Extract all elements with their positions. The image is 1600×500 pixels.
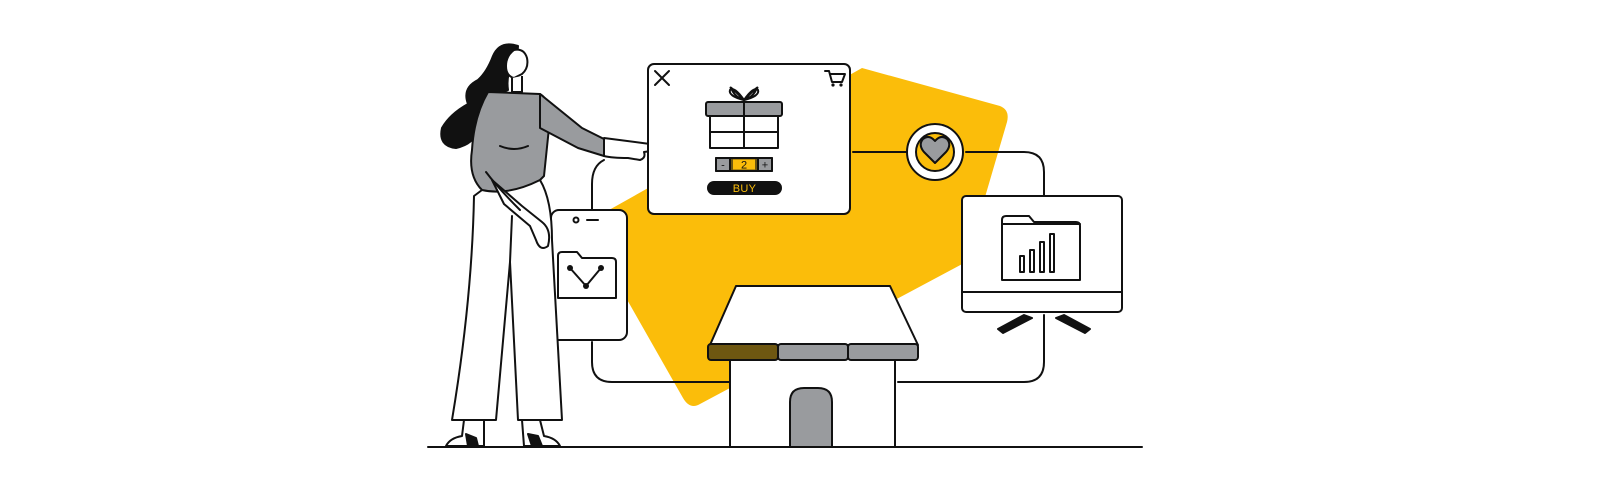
decrement-symbol[interactable]: - [721, 160, 725, 172]
heart-icon [919, 135, 951, 164]
gift-box-icon [705, 86, 783, 149]
storefront-icon [707, 285, 919, 448]
woman-figure [440, 43, 660, 447]
increment-symbol[interactable]: + [762, 160, 768, 172]
close-x-icon[interactable] [654, 70, 670, 86]
shopping-cart-icon[interactable] [824, 70, 846, 87]
buy-label: BUY [733, 183, 757, 195]
connector-lines [591, 151, 1045, 383]
folder-line-chart-icon [557, 251, 617, 299]
quantity-stepper[interactable]: - 2 + [715, 157, 773, 172]
desktop-monitor [961, 195, 1123, 334]
shop-popup-window: - 2 + BUY [647, 63, 851, 215]
mobile-phone [550, 209, 628, 341]
folder-bar-chart-icon [1001, 215, 1081, 281]
favorite-heart-badge[interactable] [906, 123, 964, 181]
buy-button[interactable]: BUY [707, 181, 782, 195]
quantity-value: 2 [741, 160, 747, 172]
